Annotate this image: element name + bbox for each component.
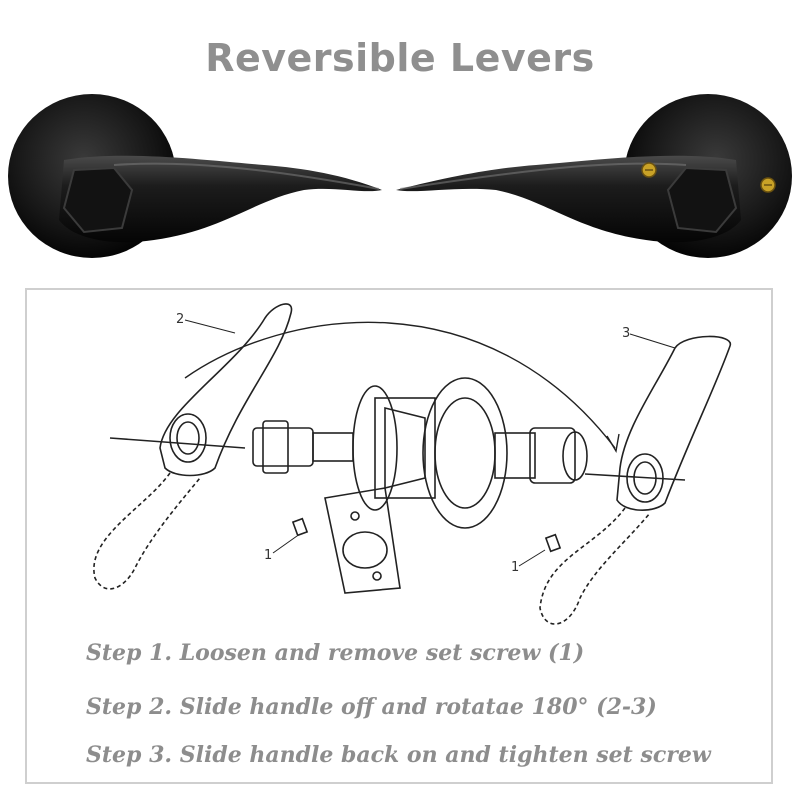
callout-screw-right: 1 — [511, 560, 520, 575]
callout-handle-before: 2 — [176, 312, 185, 327]
screw-icon — [760, 177, 776, 193]
lever-handle-after — [616, 335, 731, 511]
lever-handle-ghost — [93, 472, 201, 590]
rotation-arrow — [184, 321, 616, 449]
callout-screw-left: 1 — [264, 548, 273, 563]
screw-icon — [641, 162, 657, 178]
step-1-text: Step 1. Loosen and remove set screw (1) — [86, 640, 585, 666]
hex-hub — [62, 166, 134, 234]
callout-handle-after: 3 — [622, 326, 631, 341]
set-screw-right — [544, 533, 562, 553]
exploded-lock-diagram — [93, 303, 731, 625]
hex-hub — [666, 166, 738, 234]
right-lever-photo — [396, 94, 792, 258]
lever-handle — [59, 155, 382, 243]
step-2-text: Step 2. Slide handle off and rotatae 180… — [86, 694, 657, 720]
latch-plate — [324, 487, 401, 594]
instruction-diagram-frame — [25, 288, 773, 784]
set-screw-left — [291, 517, 309, 537]
step-3-text: Step 3. Slide handle back on and tighten… — [86, 742, 711, 768]
lever-handle-before — [159, 303, 293, 477]
page-title: Reversible Levers — [205, 36, 595, 80]
left-lever-photo — [8, 94, 382, 258]
